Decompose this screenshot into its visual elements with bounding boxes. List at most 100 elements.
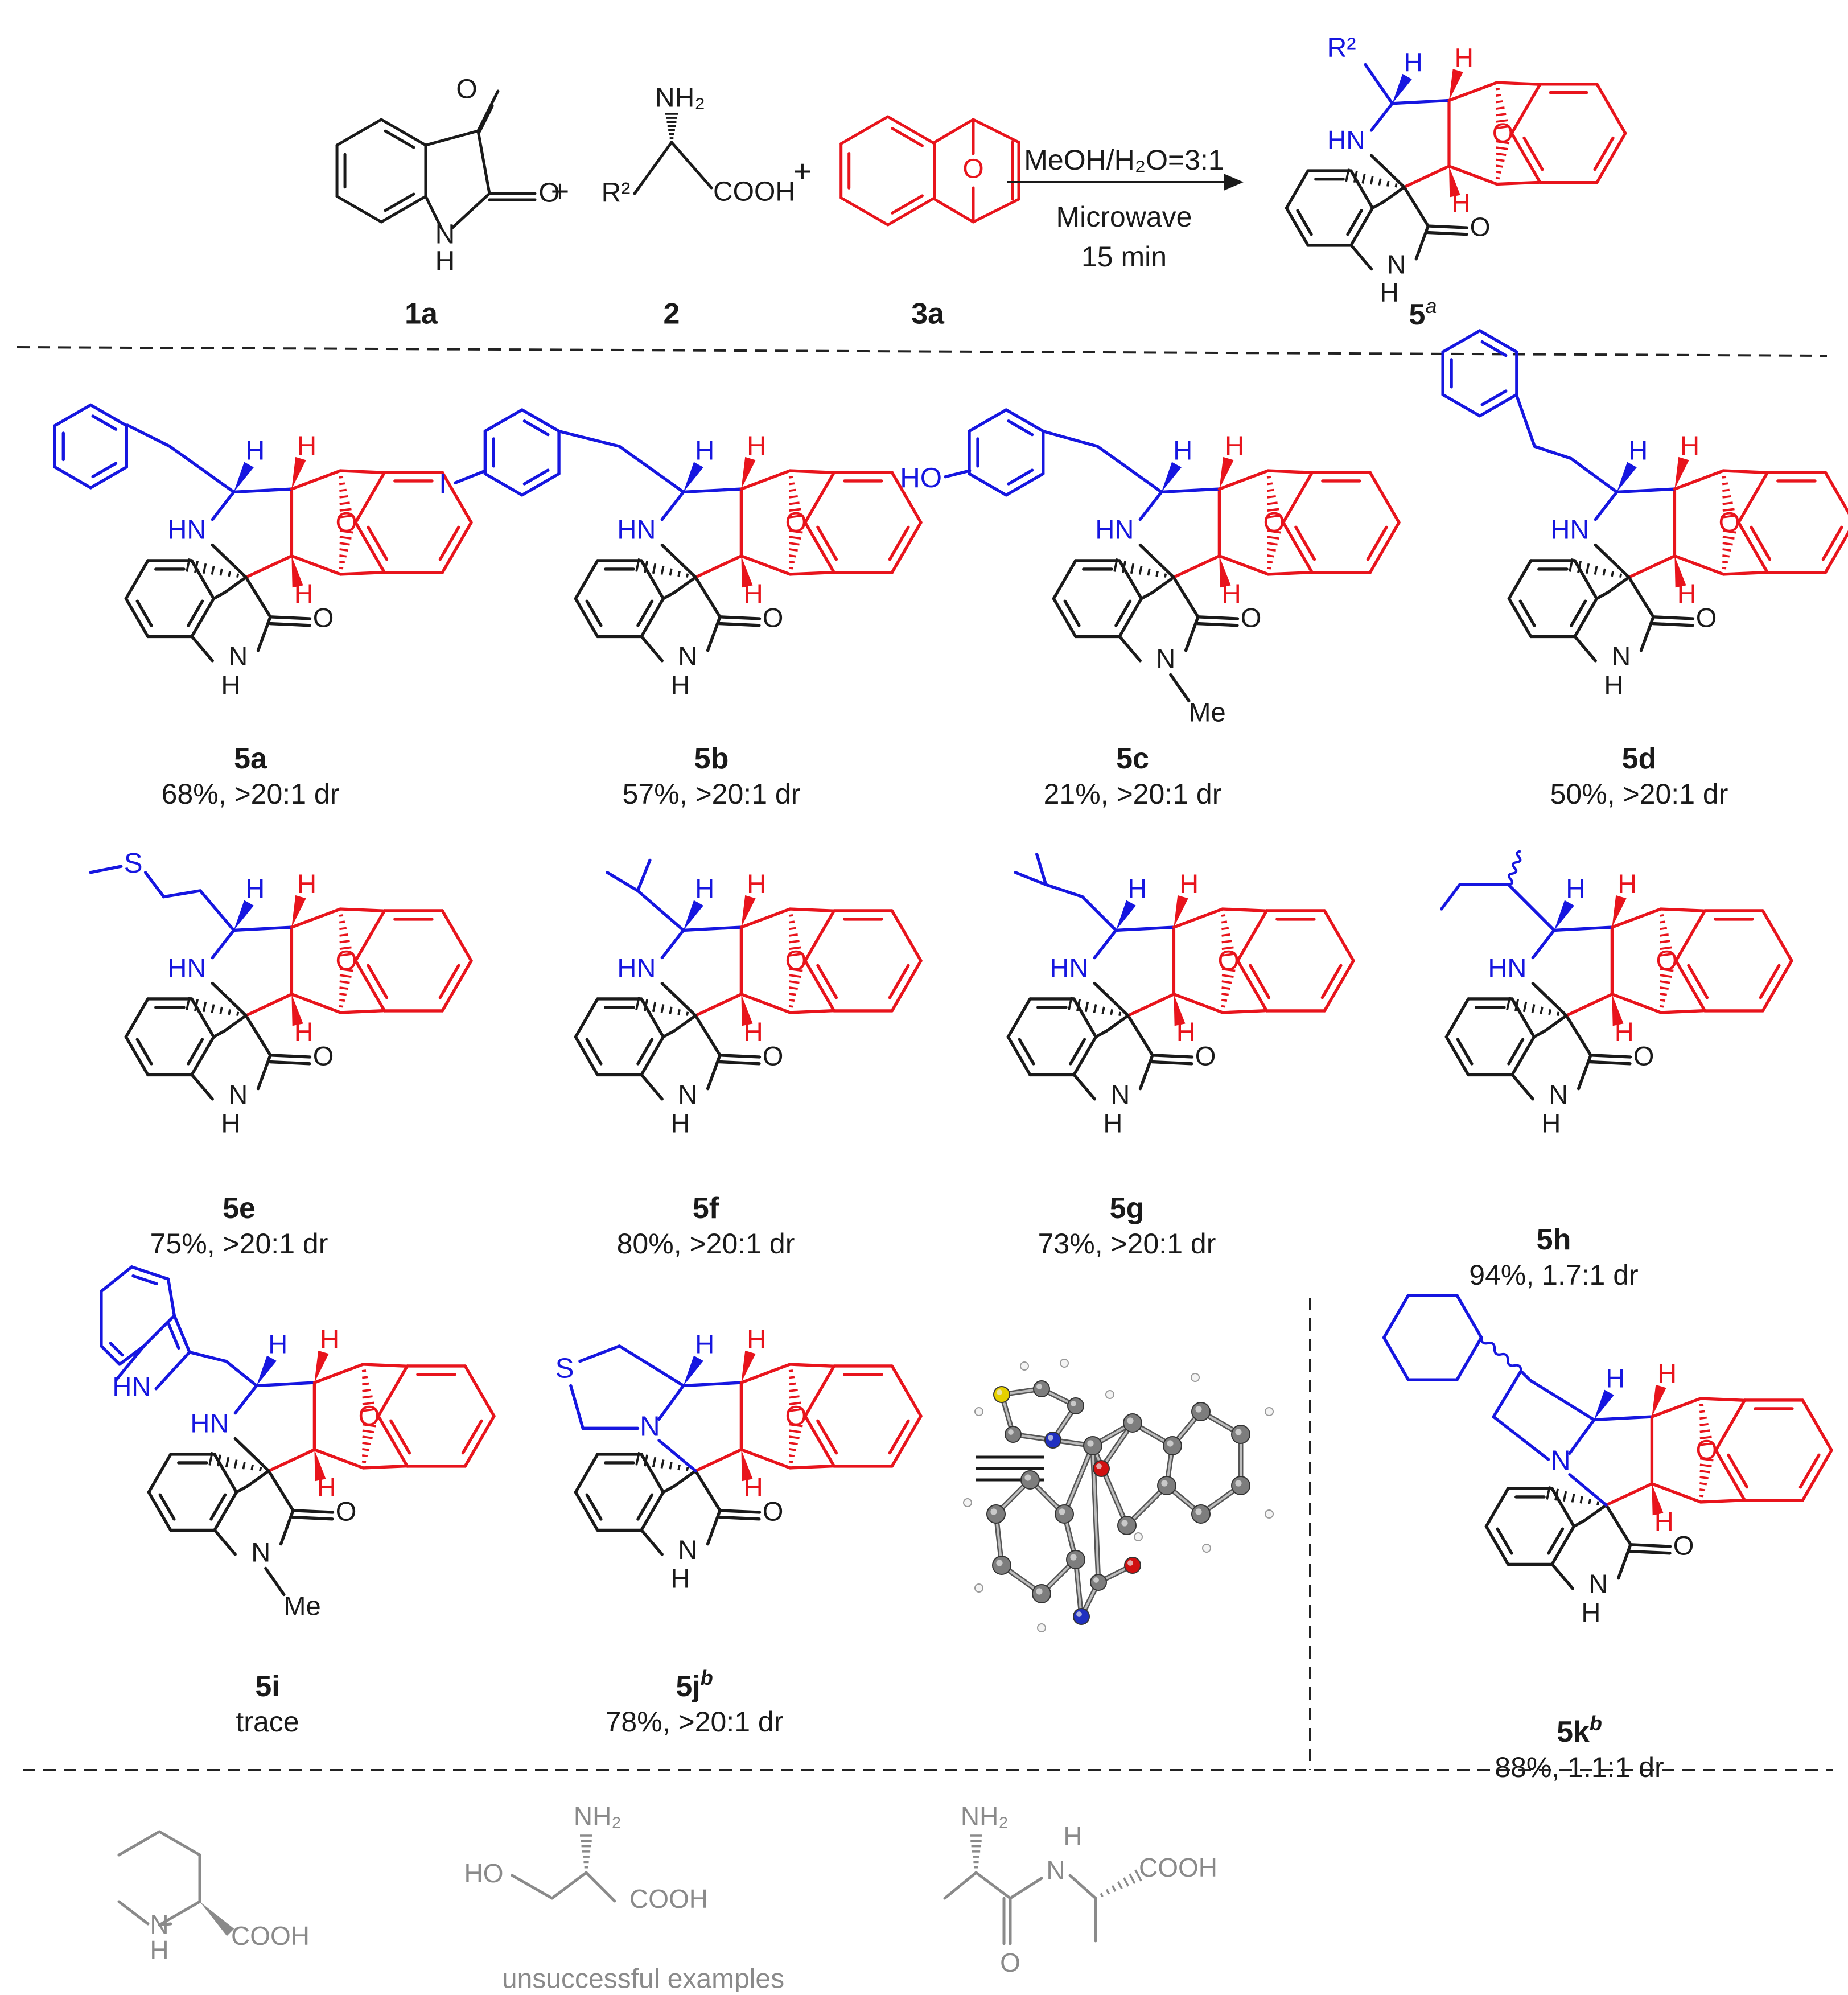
spiro-hash-bond [208, 1451, 262, 1472]
bicycle-benzene-bond [1368, 471, 1401, 524]
oxindole-bond [1126, 1014, 1154, 1057]
oxindole-n-label: N [1387, 250, 1406, 279]
carbonyl-o-label: O [1673, 1531, 1694, 1561]
pyrrolidine-bond [233, 1437, 270, 1472]
hash-stroke [1660, 940, 1670, 944]
stereocenter-wedge [683, 900, 703, 931]
benzyl-bond [557, 429, 622, 448]
bicycle-bond [361, 1465, 408, 1470]
bridgehead-h-label: H [297, 869, 316, 899]
xray-atom [1090, 1574, 1107, 1591]
hash-stroke [339, 998, 345, 1002]
hash-stroke [1221, 1005, 1226, 1008]
oxindole-bond [1595, 591, 1610, 600]
hash-stroke [1129, 1873, 1136, 1885]
carbonyl-bond-second [1426, 231, 1468, 236]
bicycle-benzene-bond [354, 959, 386, 1013]
bicycle-benzene-bond [377, 1364, 409, 1418]
xray-atom [1066, 1550, 1085, 1569]
spiro-hash-bond [186, 558, 240, 578]
bicycle-bond [739, 554, 792, 576]
reactant-3a-id: 3a [911, 298, 945, 331]
hash-stroke [1496, 164, 1503, 168]
hash-stroke [1722, 542, 1733, 546]
ethyl-bond [1533, 445, 1573, 460]
carbonyl-bond [269, 1054, 312, 1059]
piperidine-h-label: H [150, 1935, 168, 1965]
oxindole-bond [1139, 591, 1154, 600]
bicycle-benzene-bond-inner [1320, 964, 1343, 999]
xray-hydrogen [1105, 1390, 1114, 1399]
hydroxyl-label: HO [464, 1858, 504, 1888]
carbonyl-o-label: O [763, 603, 784, 633]
pyrrolidine-bond [660, 490, 685, 521]
hash-stroke [1722, 495, 1731, 499]
bridgehead-wedge [1612, 994, 1624, 1026]
hash-stroke [686, 1011, 689, 1017]
fused-bond [1402, 164, 1451, 189]
hash-stroke [339, 536, 352, 540]
xray-atom [992, 1556, 1011, 1575]
hash-stroke [1147, 568, 1151, 576]
bicycle-benzene-bond [1595, 83, 1627, 135]
indole-bond [154, 1350, 191, 1391]
oxindole-bond [1572, 1519, 1587, 1528]
bridgehead-wedge [291, 556, 303, 588]
hash-stroke [1548, 1009, 1551, 1015]
amine-label: NH₂ [961, 1801, 1009, 1831]
bridgehead-h-label: H [1617, 869, 1637, 899]
bridgehead-wedge [741, 456, 756, 490]
pyrrolidine-bond [1093, 928, 1118, 960]
stereocenter-h-label: H [1606, 1363, 1625, 1393]
hash-stroke [635, 558, 640, 572]
thiazolidine-bond [618, 1344, 685, 1388]
isobutyl-bond [1035, 853, 1048, 886]
yield-label: trace [236, 1706, 299, 1738]
yield-label: 75%, >20:1 dr [150, 1228, 328, 1260]
carboxyl-label: COOH [629, 1884, 708, 1914]
yield-label: 88%, 1.1:1 dr [1495, 1751, 1664, 1783]
oxindole-bond [212, 591, 227, 600]
compound-id-label: 5g [1110, 1192, 1145, 1225]
methyl-label: Me [1188, 697, 1225, 727]
oxindole-bond [640, 635, 664, 663]
carbonyl-bond-second [718, 1060, 761, 1066]
hash-stroke [236, 573, 240, 578]
carbonyl-bond [1151, 1054, 1194, 1059]
compound-id-label: 5f [693, 1192, 719, 1225]
dienophile-benzene-bond-inner [891, 194, 924, 215]
hash-stroke [789, 536, 801, 540]
fused-bond [1565, 993, 1614, 1017]
amine-hash [970, 1834, 982, 1869]
oxygen-bridge-hash [1699, 1404, 1714, 1446]
bicycle-benzene-bond [1674, 909, 1707, 962]
hash-stroke [1722, 566, 1727, 570]
pyrrolidine-bond [1160, 487, 1221, 494]
oxindole-bond [234, 1484, 249, 1494]
hash-stroke [789, 542, 800, 546]
hash-stroke [1076, 999, 1081, 1011]
bicycle-bond [788, 1009, 834, 1014]
dipeptide-bond [1009, 1877, 1043, 1900]
carbonyl-bond [1652, 615, 1695, 620]
bicycle-benzene-bond-inner [816, 1419, 838, 1455]
hash-stroke [202, 563, 207, 574]
hash-stroke [1221, 980, 1232, 984]
hash-stroke [362, 1388, 371, 1392]
spiro-hash-bond [1506, 996, 1560, 1017]
hash-stroke [1267, 529, 1281, 534]
hash-stroke [362, 1382, 370, 1386]
hash-stroke [677, 570, 681, 577]
amine-hash [580, 1834, 592, 1869]
bridgehead-wedge [741, 895, 756, 928]
fused-bond [1604, 1482, 1654, 1507]
piperidine-bond [158, 1900, 201, 1927]
hash-stroke [1496, 125, 1510, 130]
oxindole-benzene-bond [1052, 597, 1077, 639]
sulfur-label: S [124, 848, 143, 879]
oxindole-benzene-bond [1006, 1035, 1032, 1077]
hash-stroke [1221, 952, 1236, 957]
oxindole-h-label: H [221, 1108, 240, 1138]
